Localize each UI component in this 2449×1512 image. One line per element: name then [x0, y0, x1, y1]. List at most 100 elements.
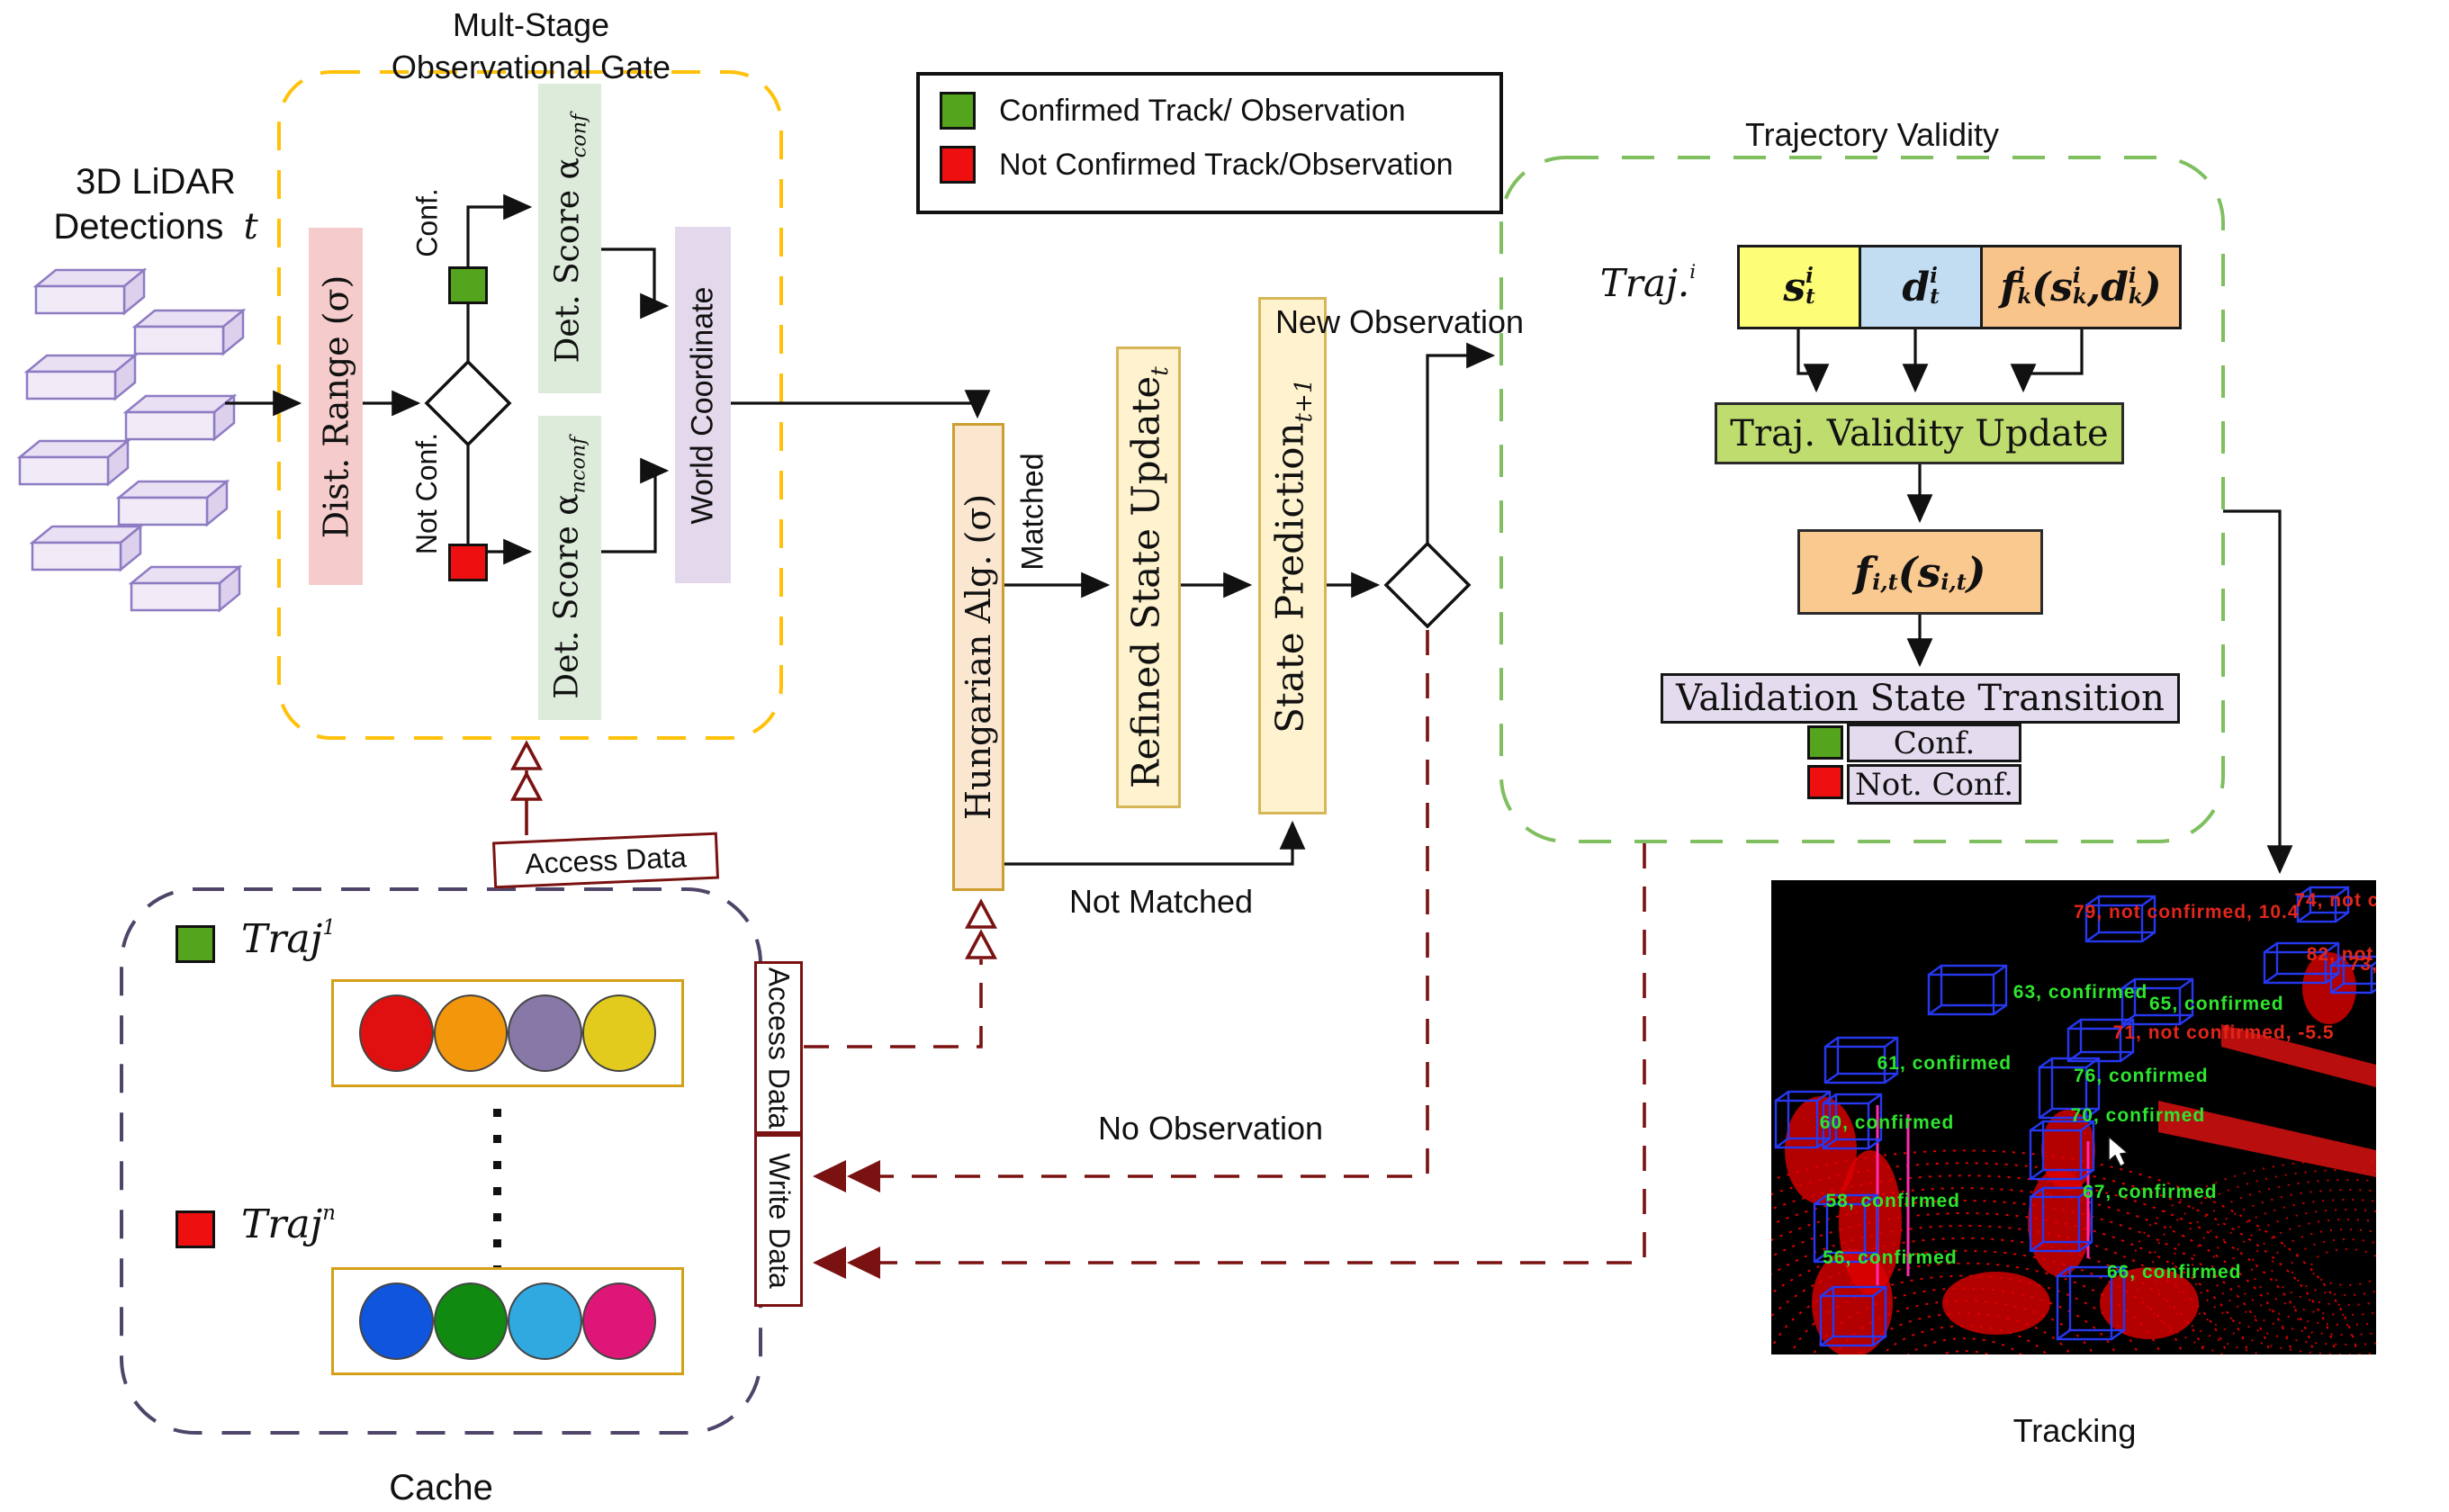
not-conf-indicator-square: [448, 544, 488, 581]
tracking-object-label: 82, not: [2306, 944, 2374, 966]
tracking-bounding-box: [2296, 886, 2350, 923]
lidar-title-line1: 3D LiDAR: [76, 162, 236, 202]
access-data-side-box: Access Data: [754, 961, 803, 1134]
tracking-object-label: 58, confirmed: [1825, 1191, 1961, 1212]
dist-range-box: Dist. Range (σ): [309, 228, 363, 585]
lidar-cube: [115, 479, 230, 527]
legend-row-not-confirmed: Not Confirmed Track/Observation: [940, 146, 1480, 184]
gate-title-line2: Observational Gate: [391, 48, 671, 86]
lidar-time-symbol: t: [243, 206, 258, 248]
trajectory-point: [359, 994, 434, 1072]
tracking-object-label: 73, c: [2348, 953, 2376, 975]
validation-not-conf-box: Not. Conf.: [1847, 764, 2021, 805]
tracking-object-label: 70, confirmed: [2070, 1105, 2206, 1127]
cache-title: Cache: [389, 1467, 493, 1508]
lidar-cube: [29, 524, 144, 572]
dist-range-label: Dist. Range (σ): [316, 274, 356, 538]
validity-dashed-border: [1499, 156, 2225, 843]
math-token: ): [2142, 264, 2162, 310]
mouse-cursor[interactable]: [2108, 1135, 2129, 1168]
traj1-row: [331, 979, 684, 1087]
legend-confirmed-swatch: [940, 92, 976, 130]
tracking-object-label: 63, confirmed: [2012, 982, 2148, 1004]
trajn-points: [334, 1270, 681, 1372]
tracking-object-label: 76, confirmed: [2074, 1065, 2209, 1086]
tracking-bounding-box: [2120, 977, 2194, 1026]
lidar-cube: [128, 564, 243, 613]
trajectory-validity-title: Trajectory Validity: [1744, 116, 2000, 153]
tracking-bounding-box: [2029, 1120, 2095, 1181]
math-token: ,: [2086, 264, 2102, 310]
lidar-input-title: 3D LiDAR Detections t: [7, 155, 304, 254]
trajectory-point: [508, 1282, 582, 1360]
lidar-cubes-graphic: [16, 267, 247, 613]
refined-state-update-label: Refined State Updatet: [1123, 366, 1174, 788]
world-coordinate-box: World Coordinate: [675, 227, 731, 583]
write-data-box: Write Data: [754, 1134, 803, 1307]
det-score-conf-label: Det. Score αconf: [548, 113, 591, 364]
tracking-bounding-box: [2038, 1057, 2101, 1120]
tracking-object-label: 65, confirmed: [2149, 994, 2284, 1015]
tracking-bounding-box: [2029, 1186, 2093, 1253]
tracking-object-label: 61, confirmed: [1877, 1053, 2012, 1075]
validation-conf-box: Conf.: [1847, 724, 2021, 762]
gate-dashed-border: [277, 70, 783, 740]
traj1-points: [334, 982, 681, 1084]
conf-branch-label: Conf.: [410, 187, 444, 257]
trajectory-point: [581, 1282, 656, 1360]
trajectory-point: [508, 994, 582, 1072]
tracking-object-label: 60, confirmed: [1819, 1112, 1955, 1134]
gate-title-line1: Mult-Stage: [452, 5, 610, 43]
math-token: (: [1897, 547, 1918, 597]
cache-connectors: [525, 630, 1646, 1264]
tracking-object-label: 56, confirmed: [1823, 1247, 1958, 1269]
math-token: Traj.i: [1599, 260, 1697, 305]
trajectory-point: [581, 994, 656, 1072]
validation-not-conf-square: [1807, 765, 1843, 799]
hungarian-alg-box: Hungarian Alg. (σ): [952, 423, 1004, 891]
det-score-conf-box: Det. Score αconf: [538, 84, 601, 393]
observation-decision-diamond: [1383, 541, 1472, 629]
legend: Confirmed Track/ Observation Not Confirm…: [916, 72, 1503, 214]
tracking-labels: 79, not confirmed, 10.474, not confi82, …: [1771, 880, 2376, 1354]
gate-decision-diamond: [424, 359, 512, 447]
matched-label: Matched: [1015, 452, 1050, 571]
lidar-cube: [32, 267, 148, 316]
det-score-nconf-label: Det. Score αnconf: [548, 436, 591, 699]
validation-state-transition-box: Validation State Transition: [1661, 673, 2180, 724]
legend-row-confirmed: Confirmed Track/ Observation: [940, 92, 1480, 130]
tracking-caption: Tracking: [2012, 1412, 2137, 1449]
tracking-bounding-box: [1823, 1036, 1899, 1084]
tracking-object-label: 67, confirmed: [2083, 1181, 2218, 1202]
tracking-bounding-box: [2084, 895, 2156, 943]
tracking-object-label: 66, confirmed: [2106, 1262, 2242, 1283]
gate-title: Mult-Stage Observational Gate: [342, 4, 720, 89]
legend-confirmed-label: Confirmed Track/ Observation: [999, 93, 1406, 128]
lidar-cube: [131, 308, 247, 356]
lidar-title-line2: Detections: [53, 207, 224, 247]
traj-i-label: Traj.i: [1580, 256, 1715, 310]
det-score-nconf-box: Det. Score αnconf: [538, 416, 601, 720]
legend-not-confirmed-label: Not Confirmed Track/Observation: [999, 147, 1454, 182]
world-coordinate-label: World Coordinate: [685, 286, 720, 524]
validation-conf-square: [1807, 725, 1843, 760]
trajn-row: [331, 1267, 684, 1375]
trajectory-point: [433, 1282, 508, 1360]
no-observation-label: No Observation: [1097, 1110, 1324, 1147]
lidar-cube: [16, 438, 131, 487]
